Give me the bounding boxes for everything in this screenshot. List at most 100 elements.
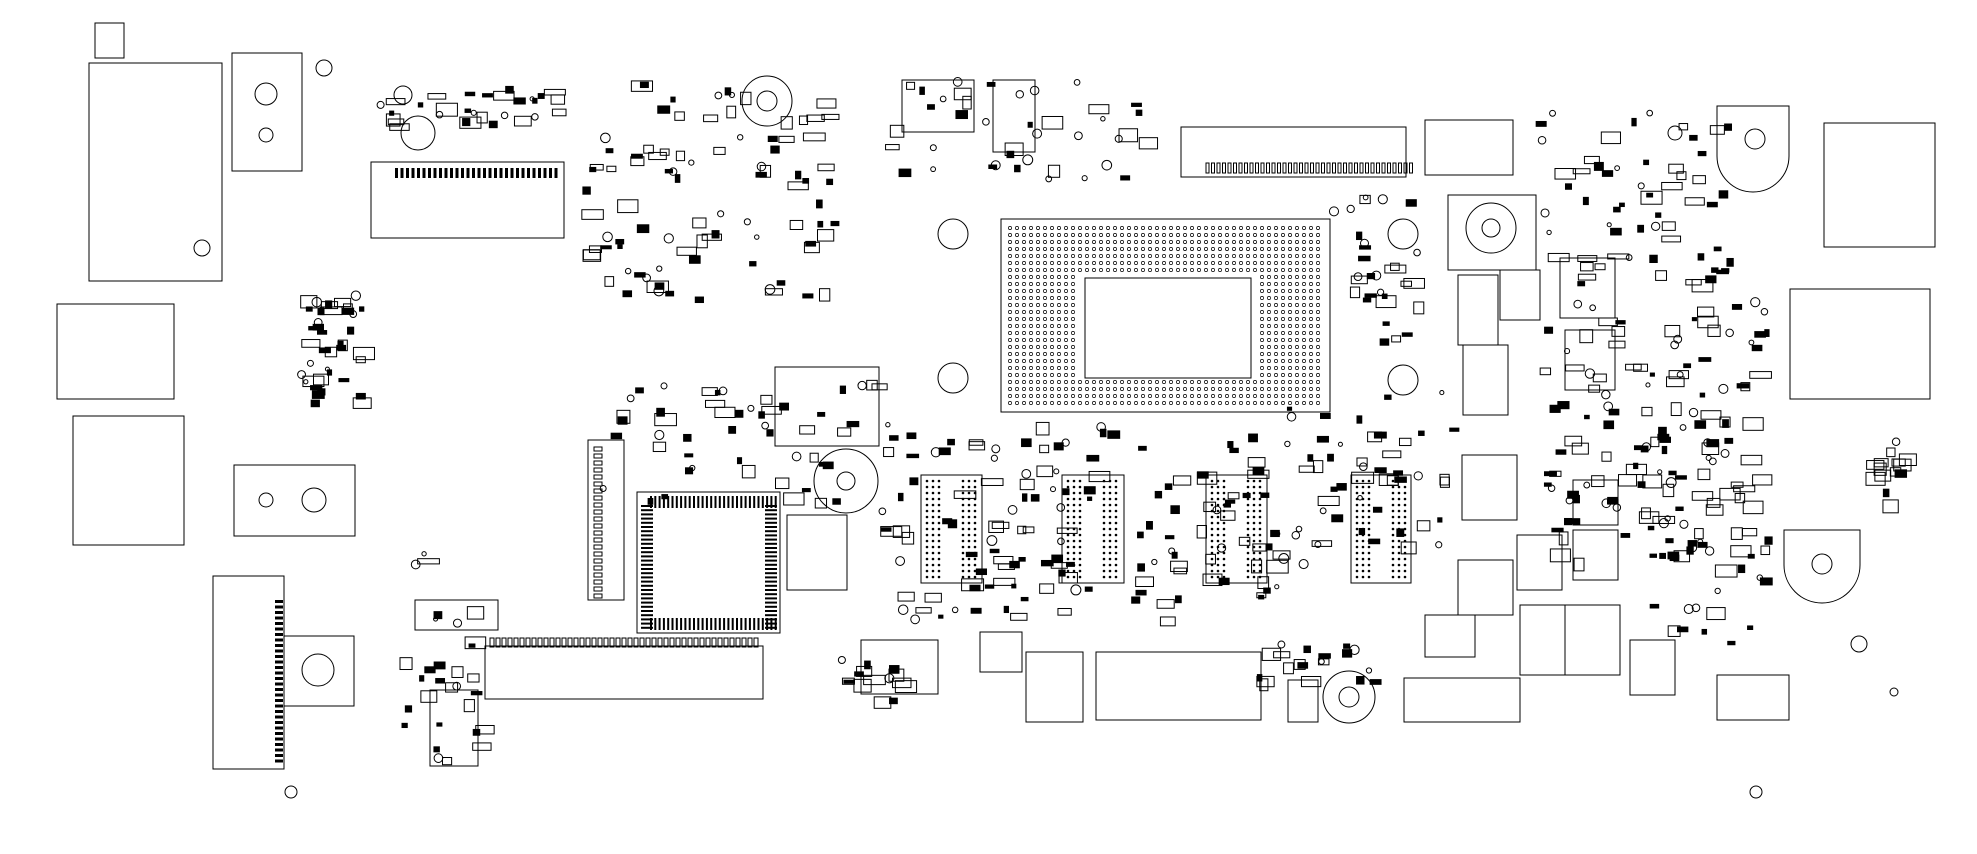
- smd-component: [1705, 275, 1717, 284]
- bga-ball: [1155, 268, 1159, 272]
- bga-ball: [1078, 521, 1082, 525]
- bga-ball: [1114, 575, 1118, 579]
- bga-ball: [1141, 226, 1145, 230]
- connector-pin: [593, 558, 603, 564]
- smd-component: [1107, 430, 1121, 439]
- qfp-pin: [684, 618, 687, 630]
- bga-ball: [1183, 254, 1187, 258]
- qfp-pin: [765, 626, 777, 629]
- bga-ball: [1008, 254, 1012, 258]
- bga-ball: [1211, 387, 1215, 391]
- smd-component: [962, 95, 972, 110]
- smd-component: [1227, 492, 1240, 500]
- bga-ball: [1309, 359, 1313, 363]
- bga-ball: [1302, 352, 1306, 356]
- via: [990, 454, 998, 462]
- bga-ball: [1029, 282, 1033, 286]
- connector-pin: [1304, 162, 1309, 174]
- smd-component: [1170, 505, 1180, 515]
- smd-component: [1731, 303, 1743, 310]
- bga-ball: [1232, 240, 1236, 244]
- bga-ball: [1022, 268, 1026, 272]
- bga-ball: [1391, 479, 1395, 483]
- bga-ball: [1113, 261, 1117, 265]
- connector-pin: [593, 516, 603, 522]
- smd-component: [636, 224, 650, 234]
- smd-component: [1668, 370, 1689, 380]
- bga-ball: [1155, 247, 1159, 251]
- mounting-hole: [301, 653, 335, 687]
- bga-ball: [1043, 359, 1047, 363]
- mounting-hole: [836, 471, 856, 491]
- qfp-pin: [765, 563, 777, 566]
- bga-ball: [1260, 226, 1264, 230]
- smd-component: [817, 411, 826, 417]
- bga-ball: [1085, 233, 1089, 237]
- smd-component: [1171, 551, 1178, 559]
- smd-component: [1684, 197, 1705, 206]
- bga-ball: [1274, 226, 1278, 230]
- qfp-pin: [753, 618, 756, 630]
- smd-component: [1662, 483, 1675, 498]
- smd-component: [736, 457, 743, 465]
- bga-ball: [1295, 275, 1299, 279]
- smd-component: [1594, 263, 1606, 271]
- bga-ball: [1057, 401, 1061, 405]
- smd-component: [1449, 427, 1460, 432]
- connector-pin: [645, 637, 651, 648]
- smd-component: [1752, 474, 1773, 486]
- connector-pin: [1348, 162, 1353, 174]
- bga-ball: [1169, 380, 1173, 384]
- smd-component: [1312, 460, 1324, 474]
- bga-ball: [1064, 303, 1068, 307]
- via: [1748, 339, 1755, 346]
- bga-ball: [1029, 296, 1033, 300]
- connector-pin: [593, 544, 603, 550]
- via: [1073, 79, 1081, 86]
- mounting-hole: [1744, 128, 1766, 150]
- bga-ball: [1106, 240, 1110, 244]
- bga-ball: [1155, 401, 1159, 405]
- smd-component: [802, 132, 826, 142]
- smd-component: [1022, 526, 1035, 534]
- bga-ball: [1029, 226, 1033, 230]
- bga-ball: [1281, 345, 1285, 349]
- connector-block: [1424, 119, 1514, 176]
- bga-ball: [1071, 345, 1075, 349]
- bga-ball: [967, 509, 971, 513]
- smd-component: [970, 607, 982, 614]
- qfp-pin: [723, 618, 726, 630]
- bga-ball: [1148, 401, 1152, 405]
- via: [1029, 85, 1040, 96]
- smd-component: [1238, 536, 1251, 546]
- smd-component: [462, 118, 471, 127]
- bga-ball: [1252, 563, 1256, 567]
- smd-component: [433, 611, 443, 620]
- bga-ball: [1316, 303, 1320, 307]
- connector-pin: [1409, 162, 1413, 174]
- mounting-boss: [1783, 529, 1861, 604]
- bga-ball: [1260, 261, 1264, 265]
- ic-chip: [979, 631, 1023, 673]
- bga-ball: [1397, 515, 1401, 519]
- via: [1637, 182, 1645, 190]
- ic-chip: [992, 79, 1036, 153]
- bga-ball: [1246, 394, 1250, 398]
- smd-component: [1170, 560, 1188, 573]
- via: [1670, 340, 1680, 350]
- connector-pin: [521, 168, 525, 178]
- bga-ball: [1029, 401, 1033, 405]
- smd-component: [837, 427, 852, 437]
- bga-ball: [1222, 527, 1226, 531]
- smd-component: [1252, 543, 1267, 552]
- via: [531, 113, 539, 121]
- qfp-pin: [757, 496, 760, 508]
- bga-ball: [1176, 226, 1180, 230]
- bga-ball: [1267, 296, 1271, 300]
- smd-component: [1564, 517, 1573, 526]
- bga-ball: [1050, 359, 1054, 363]
- bga-ball: [1022, 331, 1026, 335]
- qfp-pin: [641, 593, 653, 596]
- inductor: [1457, 274, 1499, 346]
- smd-component: [1699, 392, 1706, 398]
